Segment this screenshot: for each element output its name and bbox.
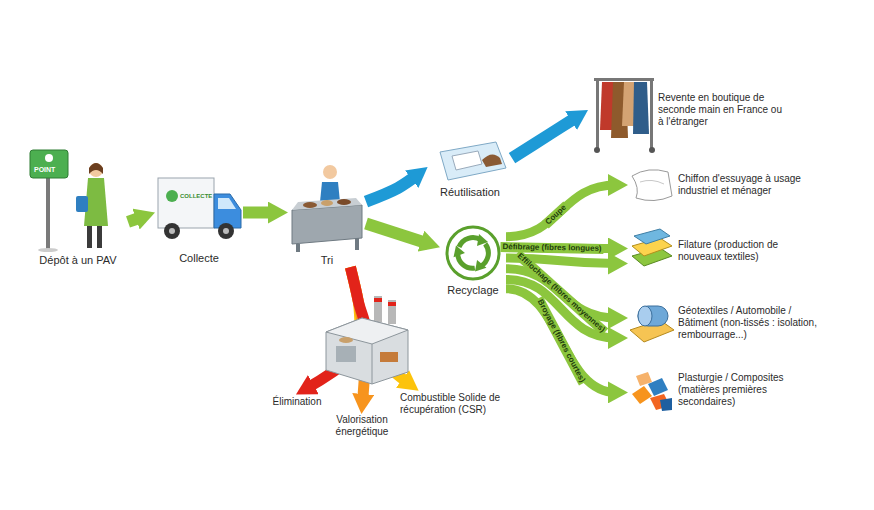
sorting-illustration [292,165,362,252]
node-text: Collecte [155,252,243,265]
node-text: Tri [288,254,366,267]
product-item: Plasturgie / Composites (matières premiè… [628,366,818,414]
stage-caption: Réutilisation [428,136,512,199]
flow-arrow [366,174,418,201]
outcome-label: Valorisation énergétique [326,414,398,438]
product-item: Filature (production de nouveaux textile… [628,226,818,276]
pav-illustration [30,150,108,252]
node-text: Filature (production de nouveaux textile… [678,239,818,263]
product-item: Revente en boutique de seconde main en F… [588,70,788,150]
flow-arrow [512,116,578,158]
fabric-icon [632,229,672,266]
product-item: Chiffon d'essuyage à usage industriel et… [628,163,818,207]
truck-logo-text: COLLECTE [180,193,212,199]
flow-arrow [243,207,276,219]
node-text: Revente en boutique de seconde main en F… [658,92,788,128]
node-text: Géotextiles / Automobile / Bâtiment (non… [678,305,818,341]
flow-arrow [506,289,616,393]
outcome-label: Combustible Solide de récupération (CSR) [400,392,518,416]
node-text: Chiffon d'essuyage à usage industriel et… [678,173,818,197]
product-item: Géotextiles / Automobile / Bâtiment (non… [628,298,818,348]
truck-illustration [158,178,241,239]
flow-arrow [366,224,429,244]
node-text: Élimination [266,396,328,408]
node-text: Dépôt à un PAV [28,254,128,267]
node-text: Recyclage [440,284,506,297]
reuse-illustration [440,142,506,180]
stage-caption: Recyclage [440,226,506,297]
plastic-icon [632,372,672,411]
flow-arrow [506,185,616,237]
process-label: Défibrage (fibres longues) [501,242,604,254]
process-label: Coupe [542,202,570,229]
recycling-symbol [447,227,499,279]
stage-caption: Collecte [155,160,243,265]
flow-arrow [128,217,144,222]
process-label: Effilochage (fibres moyennes) [514,250,609,336]
stage-caption: Dépôt à un PAV [28,148,128,267]
cloth-icon [632,170,672,201]
rack-illustration [594,78,655,153]
sign-text: POINT [34,166,55,173]
node-text: Combustible Solide de récupération (CSR) [400,392,518,416]
energy-plant [326,296,408,384]
node-text: Plasturgie / Composites (matières premiè… [678,372,818,408]
stage-caption: Tri [288,158,366,267]
geotextile-icon [630,306,674,342]
node-text: Valorisation énergétique [326,414,398,438]
node-text: Réutilisation [428,186,512,199]
outcome-label: Élimination [266,396,328,408]
